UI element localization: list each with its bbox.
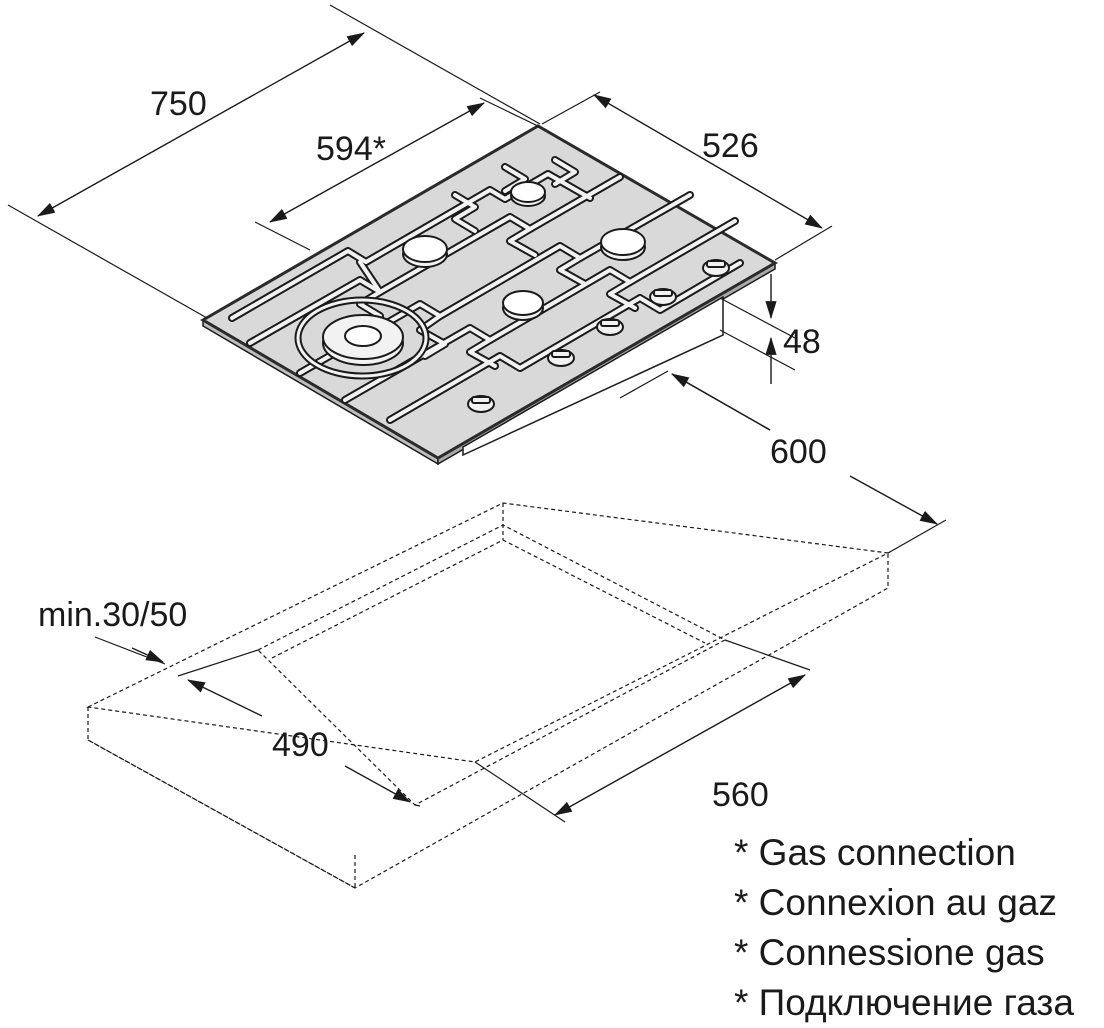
dimension-48-label: 48 (783, 323, 821, 361)
legend-line-fr: * Connexion au gaz (734, 882, 1057, 923)
legend-line-ru: * Подключение газа (734, 982, 1074, 1023)
burner-icon (600, 228, 646, 261)
dimension-600-label: 600 (770, 433, 827, 471)
knob-icon (467, 395, 495, 413)
dimension-560-label: 560 (712, 776, 769, 814)
burner-icon (502, 290, 544, 321)
knob-icon (649, 288, 677, 306)
burner-icon (294, 296, 430, 380)
knob-icon (702, 259, 730, 277)
burner-icon (510, 181, 546, 207)
knob-icon (547, 349, 575, 367)
dimension-526-label: 526 (702, 127, 759, 165)
dimension-750-label: 750 (150, 85, 207, 123)
dimension-lines (7, 4, 947, 823)
hob-body (462, 295, 724, 457)
dimension-594-label: 594* (316, 130, 386, 168)
dimension-arrow (37, 32, 938, 816)
hob-drawing (200, 124, 778, 466)
gas-connection-legend: * Gas connection * Connexion au gaz * Co… (734, 828, 1104, 1028)
dimension-490-label: 490 (272, 726, 329, 764)
legend-line-en: * Gas connection (734, 832, 1016, 873)
legend-line-it: * Connessione gas (734, 932, 1045, 973)
dimension-min-30-50-label: min.30/50 (38, 596, 187, 634)
burner-icon (402, 235, 448, 268)
knob-icon (596, 318, 624, 336)
